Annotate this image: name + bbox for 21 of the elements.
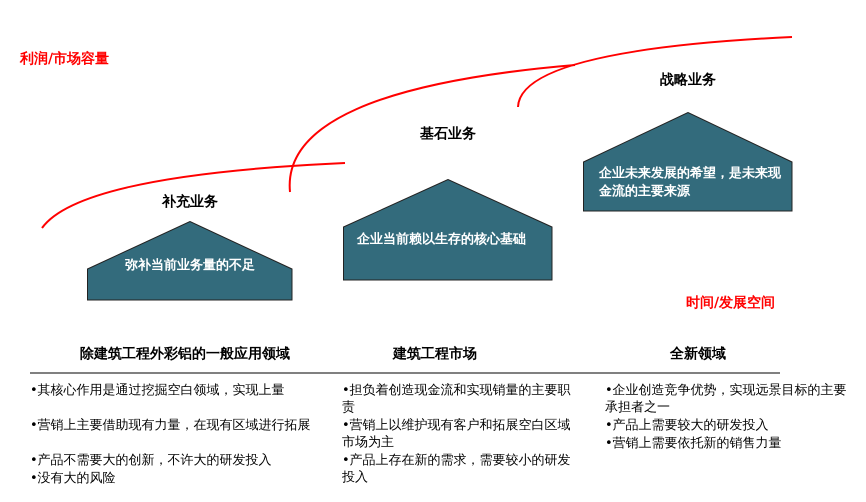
node-text: 弥补当前业务量的不足	[124, 257, 256, 275]
axis-label: 时间/发展空间	[686, 295, 776, 312]
bullet-text: •产品不需要大的创新，不许大的研发投入	[30, 452, 273, 469]
node-text: 企业未来发展的希望，是未来现金流的主要来源	[599, 165, 782, 201]
axis-label: 利润/市场容量	[20, 51, 110, 68]
column-heading: 建筑工程市场	[391, 346, 478, 363]
bullet-text: •产品上需要较大的研发投入	[605, 417, 770, 434]
bullet-text: •营销上需要依托新的销售力量	[605, 435, 783, 452]
node-heading: 基石业务	[419, 125, 477, 143]
node-heading: 补充业务	[160, 193, 219, 211]
bullet-text: •没有大的风险	[30, 470, 117, 487]
bullet-text: •营销上主要借助现有力量，在现有区域进行拓展	[30, 417, 312, 434]
node-heading: 战略业务	[659, 71, 717, 89]
node-text: 企业当前赖以生存的核心基础	[357, 231, 527, 249]
column-heading: 全新领域	[669, 346, 727, 363]
bullet-text: •营销上以维护现有客户和拓展空白区域市场为主	[342, 417, 572, 451]
bullet-text: •其核心作用是通过挖掘空白领域，实现上量	[30, 382, 286, 399]
bullet-text: •企业创造竞争优势，实现远景目标的主要承担者之一	[605, 382, 848, 416]
bullet-text: •产品上存在新的需求，需要较小的研发投入	[342, 452, 572, 486]
column-heading: 除建筑工程外彩铝的一般应用领域	[79, 346, 291, 363]
bullet-text: •担负着创造现金流和实现销量的主要职责	[342, 382, 572, 416]
